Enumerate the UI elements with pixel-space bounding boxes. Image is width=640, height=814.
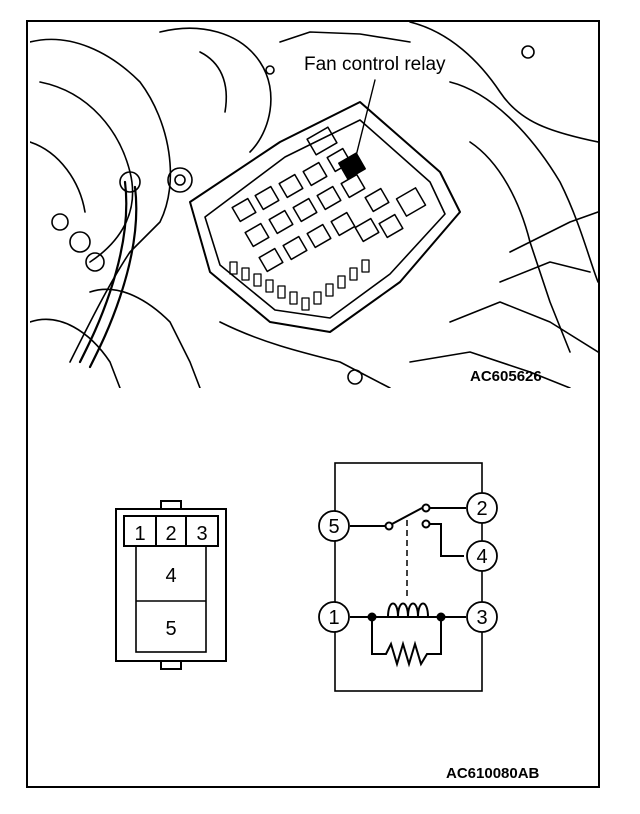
- schematic-terminal-5: 5: [328, 516, 339, 538]
- connector-pin-4-label: 4: [165, 565, 176, 587]
- schematic-terminal-4: 4: [476, 546, 487, 568]
- connector-pin-2-label: 2: [165, 523, 176, 545]
- fan-control-relay-callout: Fan control relay: [302, 54, 448, 76]
- schematic-terminal-3: 3: [476, 607, 487, 629]
- diagram-reference-code: AC610080AB: [446, 765, 540, 782]
- connector-pin-1-label: 1: [134, 523, 145, 545]
- schematic-terminal-1: 1: [328, 607, 339, 629]
- photo-reference-code: AC605626: [470, 368, 542, 385]
- connector-pin-3-label: 3: [196, 523, 207, 545]
- schematic-terminal-2: 2: [476, 498, 487, 520]
- engine-bay-illustration: Fan control relay AC605626: [30, 22, 598, 388]
- connector-pin-5-label: 5: [165, 618, 176, 640]
